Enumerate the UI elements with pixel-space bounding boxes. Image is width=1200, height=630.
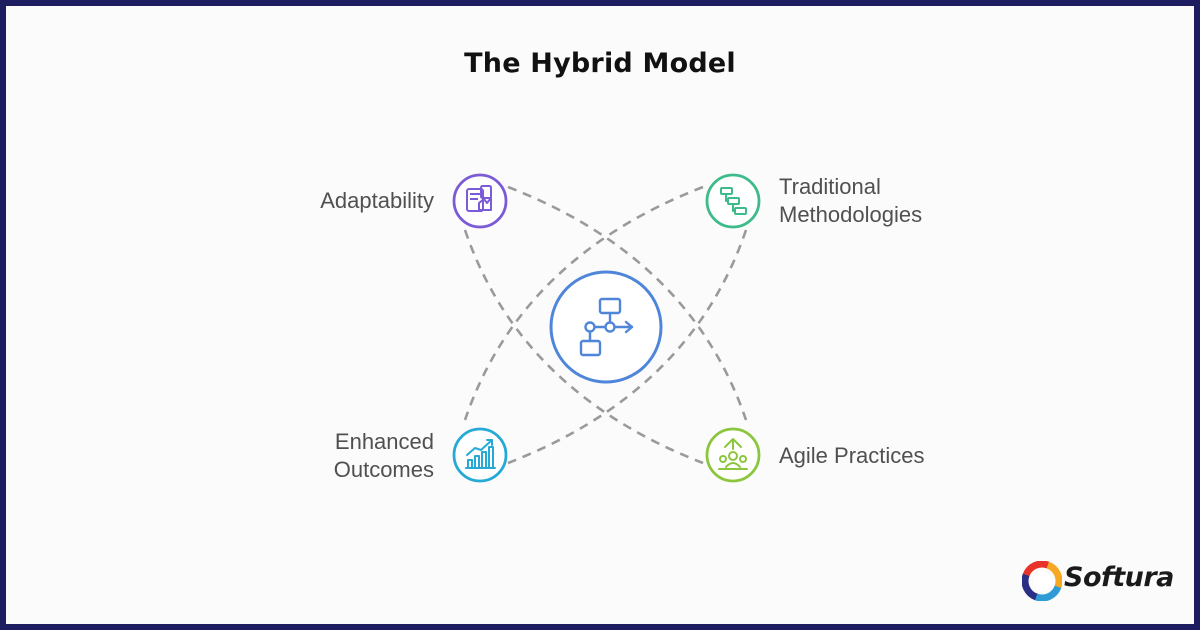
label-traditional-line2: Methodologies [779,202,923,227]
agile-practices-node [705,427,761,483]
softura-logo[interactable]: Softura [1022,561,1182,601]
brand-name: Softura [1064,562,1174,593]
flowchart-steps-icon [720,187,747,215]
connector-adaptability-agile-upper [507,185,748,421]
label-enhanced-line1: Enhanced [334,429,434,454]
connector-traditional-outcomes-lower [507,229,748,465]
connector-adaptability-agile-lower [463,229,704,465]
adaptability-icon [466,185,492,212]
label-traditional-methodologies: Traditional Methodologies [779,173,922,229]
enhanced-outcomes-node [452,427,508,483]
connector-traditional-outcomes-upper [463,185,704,421]
label-adaptability: Adaptability [320,188,434,213]
center-node [549,270,663,384]
traditional-node [705,173,761,229]
label-enhanced-line2: Outcomes [333,457,434,482]
softura-logo-icon [1022,561,1062,601]
diagram-title: The Hybrid Model [464,48,736,79]
label-agile-practices: Agile Practices [779,443,925,468]
adaptability-node [452,173,508,229]
label-traditional-line1: Traditional [779,174,881,199]
growth-chart-icon [465,439,496,469]
connector-lines [463,185,748,465]
agile-team-icon [718,438,748,470]
process-flow-icon [579,297,634,357]
label-enhanced-outcomes: Enhanced Outcomes [334,428,434,484]
